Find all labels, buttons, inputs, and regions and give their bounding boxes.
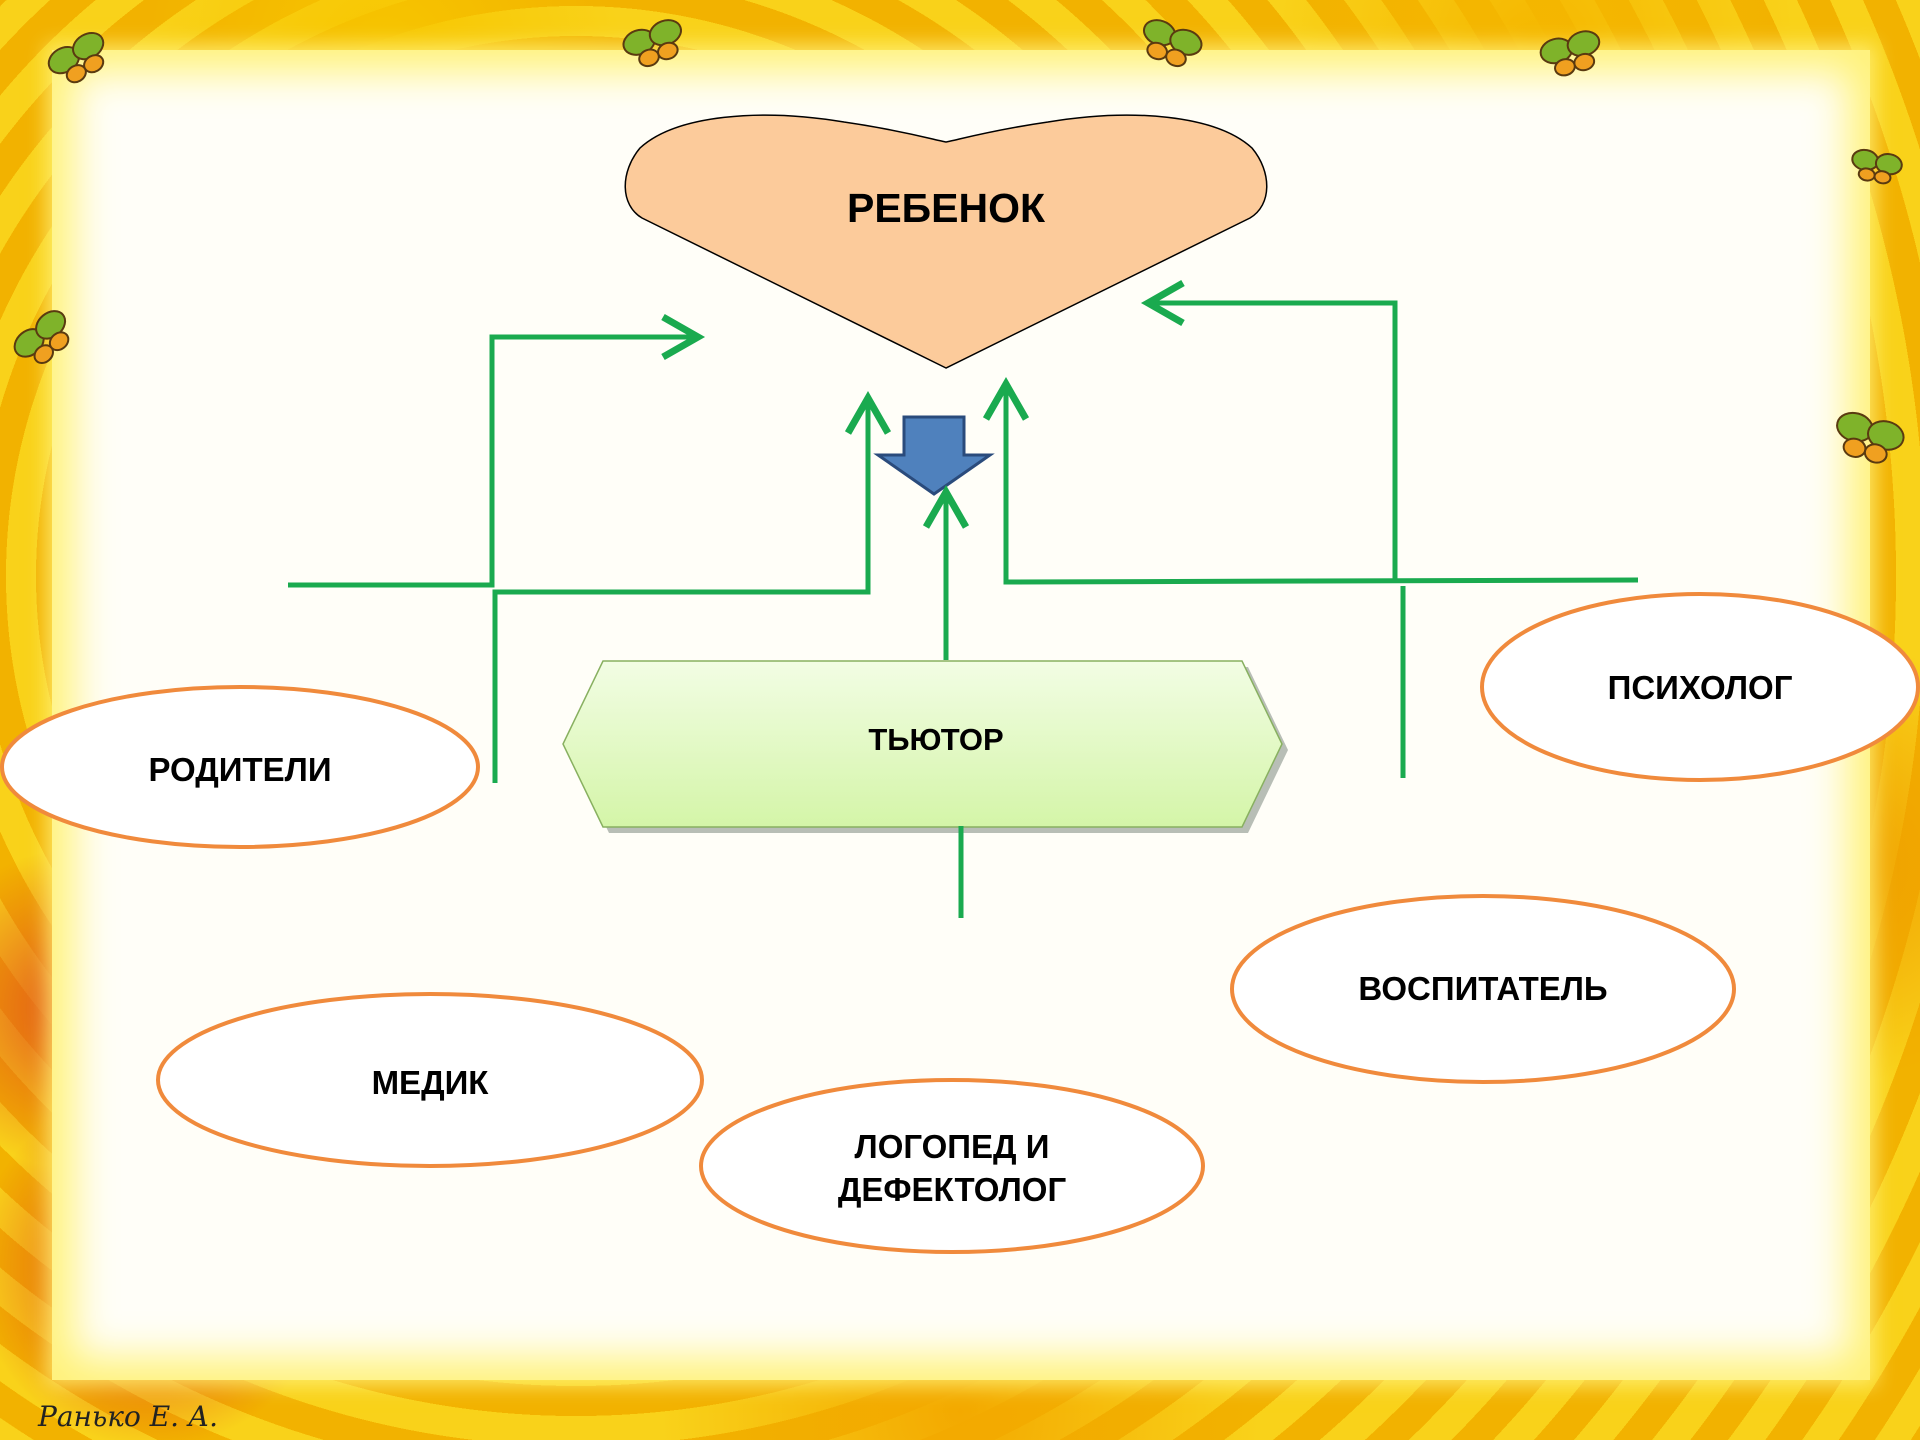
connector-right-upper xyxy=(1140,279,1398,580)
psychologist-ellipse xyxy=(1480,592,1920,782)
speech-label: ЛОГОПЕД И ДЕФЕКТОЛОГ xyxy=(837,1128,1067,1208)
educator-label: ВОСПИТАТЕЛЬ xyxy=(1358,970,1608,1007)
connector-psychologist xyxy=(982,376,1639,585)
speech-ellipse xyxy=(699,1078,1205,1254)
butterfly-decoration xyxy=(13,19,1905,464)
tutor-shape xyxy=(562,660,1283,828)
author-signature: Ранько Е. А. xyxy=(38,1400,219,1433)
medic-ellipse xyxy=(156,992,704,1168)
medic-label: МЕДИК xyxy=(371,1064,489,1101)
tutor-label: ТЬЮТОР xyxy=(868,722,1004,757)
educator-ellipse xyxy=(1230,894,1736,1084)
down-arrow-icon xyxy=(873,415,995,496)
parents-label: РОДИТЕЛИ xyxy=(148,751,332,788)
child-heart-shape xyxy=(624,114,1268,369)
connector-left-upper xyxy=(288,313,706,588)
parents-ellipse xyxy=(0,685,480,849)
child-label: РЕБЕНОК xyxy=(846,184,1046,231)
psychologist-label: ПСИХОЛОГ xyxy=(1607,669,1793,706)
connector-parents xyxy=(492,390,892,783)
